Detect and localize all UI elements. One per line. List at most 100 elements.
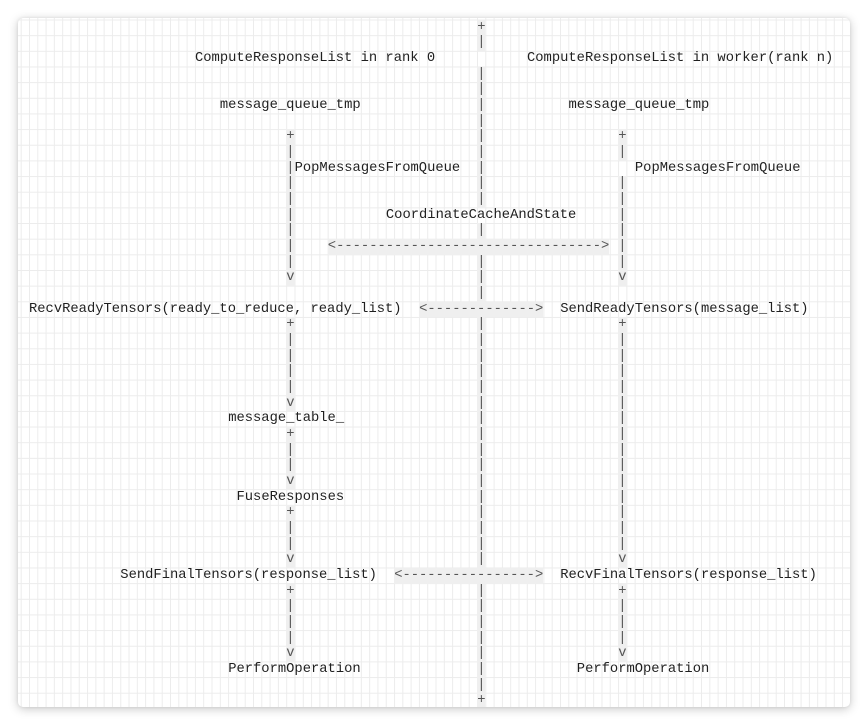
center-divider-line: | (477, 520, 486, 537)
lifeline-segment: | (286, 332, 295, 349)
right-pop-label: PopMessagesFromQueue (634, 160, 801, 176)
lifeline-segment: | (618, 254, 627, 271)
center-divider-line: | (477, 646, 486, 662)
lifeline-segment: | (286, 364, 295, 380)
lifeline-arrow-head: v (286, 473, 295, 490)
lifeline-segment: | (618, 332, 627, 349)
center-divider-line: | (477, 379, 486, 396)
center-divider-line: | (477, 661, 486, 678)
recv-final-label: RecvFinalTensors(response_list) (560, 567, 817, 583)
lifeline-arrow-head: v (618, 270, 627, 286)
lifeline-segment: | (286, 614, 295, 631)
lifeline-segment: | (286, 348, 295, 365)
lifeline-arrow-head: v (286, 552, 295, 568)
center-divider-line: | (477, 536, 486, 553)
lifeline-segment: | (286, 458, 295, 474)
send-ready-label: SendReadyTensors(message_list) (560, 301, 809, 317)
lifeline-segment: | (618, 473, 627, 490)
center-divider-line: | (477, 348, 486, 365)
center-divider-line: | (477, 66, 486, 83)
lifeline-arrow-head: v (286, 646, 295, 662)
center-divider-line: | (477, 458, 486, 474)
ascii-sequence-diagram: + ComputeResponseList in rank 0 ComputeRes… (29, 19, 849, 707)
lifeline-segment: | (286, 254, 295, 271)
center-divider-line: | (477, 97, 486, 114)
lifeline-segment: | (618, 144, 627, 161)
center-divider-line: | (477, 583, 486, 600)
right-perform-label: PerformOperation (576, 661, 710, 677)
lifeline-segment: | (618, 599, 627, 615)
lifeline-segment: | (618, 426, 627, 443)
center-divider-line: | (477, 442, 486, 459)
center-divider-line: | (477, 332, 486, 349)
lifeline-segment: | (618, 630, 627, 647)
lifeline-start-marker: + (286, 583, 295, 600)
center-divider-line: | (477, 505, 486, 521)
lifeline-segment: | (286, 520, 295, 537)
center-divider-line: | (477, 552, 486, 568)
center-divider-line: | (477, 223, 486, 239)
divider-bottom: + (477, 693, 486, 707)
lifeline-segment: | (286, 442, 295, 459)
left-header: ComputeResponseList in rank 0 (195, 50, 436, 66)
center-divider-line: | (477, 176, 486, 192)
center-divider-line: | (477, 426, 486, 443)
center-divider-line: | (477, 599, 486, 615)
right-header: ComputeResponseList in worker(rank n) (527, 50, 834, 66)
center-divider-line: | (477, 473, 486, 490)
center-divider-line: | (477, 411, 486, 427)
center-divider-line: | (477, 191, 486, 208)
lifeline-segment: | (618, 442, 627, 459)
center-divider-line: | (477, 113, 486, 130)
lifeline-segment: | (286, 176, 295, 192)
left-pop-label: PopMessagesFromQueue (294, 160, 461, 176)
center-divider-line: | (477, 489, 486, 506)
lifeline-segment: | (618, 379, 627, 396)
lifeline-arrow-head: v (286, 395, 295, 412)
lifeline-start-marker: + (286, 317, 295, 333)
lifeline-arrow-head: v (618, 552, 627, 568)
coordinate-arrow: <--------------------------------> (327, 238, 610, 255)
center-divider-line: | (477, 270, 486, 286)
lifeline-segment: | (618, 536, 627, 553)
fuse-label: FuseResponses (236, 489, 345, 505)
center-divider-line: | (477, 254, 486, 271)
lifeline-segment: | (618, 505, 627, 521)
lifeline-arrow-head: v (618, 646, 627, 662)
center-divider-line: | (477, 395, 486, 412)
left-perform-label: PerformOperation (228, 661, 361, 677)
lifeline-segment: | (286, 207, 295, 224)
center-divider-line: | (477, 364, 486, 380)
center-divider-line: | (477, 317, 486, 333)
center-divider-line: | (477, 129, 486, 145)
final-arrow: <----------------> (394, 567, 544, 584)
lifeline-segment: | (618, 411, 627, 427)
lifeline-start-marker: + (286, 129, 295, 145)
lifeline-segment: | (286, 238, 295, 255)
lifeline-segment: | (618, 614, 627, 631)
center-divider-line: | (477, 82, 486, 98)
lifeline-segment: | (618, 458, 627, 474)
lifeline-segment: | (618, 395, 627, 412)
lifeline-segment: | (618, 207, 627, 224)
center-divider-line: | (477, 677, 486, 694)
center-divider-line: | (477, 285, 486, 302)
lifeline-start-marker: + (286, 426, 295, 443)
lifeline-segment: | (286, 144, 295, 161)
center-divider-line: | (477, 160, 486, 177)
send-final-label: SendFinalTensors(response_list) (120, 567, 377, 583)
lifeline-segment: | (618, 191, 627, 208)
lifeline-start-marker: + (618, 583, 627, 600)
lifeline-segment: | (618, 176, 627, 192)
lifeline-segment: | (286, 599, 295, 615)
lifeline-segment: | (286, 630, 295, 647)
divider-top: + (477, 19, 486, 36)
lifeline-start-marker: + (618, 317, 627, 333)
lifeline-segment: | (618, 489, 627, 506)
lifeline-segment: | (286, 191, 295, 208)
center-divider-line: | (477, 630, 486, 647)
lifeline-start-marker: + (618, 129, 627, 145)
lifeline-segment: | (286, 160, 295, 177)
lifeline-start-marker: + (286, 505, 295, 521)
ready-arrow: <-------------> (419, 301, 544, 318)
